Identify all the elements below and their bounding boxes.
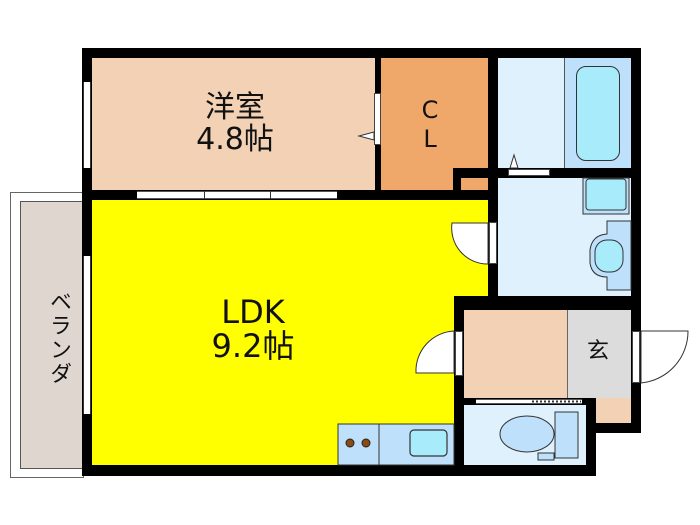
western-room xyxy=(92,58,375,190)
western-room-label: 洋室 4.8帖 xyxy=(185,92,285,155)
balcony-label: ベランダ xyxy=(46,290,71,386)
sliding-door-divider xyxy=(204,191,205,199)
entrance-door-swing-icon xyxy=(640,330,689,384)
wall-closet-notch-v xyxy=(453,168,461,196)
hall-extension xyxy=(594,398,631,423)
western-room-size: 4.8帖 xyxy=(196,121,274,157)
closet-label-l: L xyxy=(423,124,437,153)
sliding-door-divider xyxy=(270,191,271,199)
hall-door-swing-icon xyxy=(415,330,455,374)
bath-door-arrow-icon xyxy=(509,153,519,169)
closet-door xyxy=(374,93,381,145)
ldk-window xyxy=(83,256,91,414)
kitchen-sink-icon xyxy=(409,429,448,457)
genkan xyxy=(567,310,631,398)
toilet-door xyxy=(476,399,582,404)
wall-right xyxy=(631,48,641,433)
stove-burner-icon xyxy=(361,438,371,448)
stove-burner-icon xyxy=(345,438,355,448)
wall-closet-notch xyxy=(453,168,498,178)
toilet-bowl-icon xyxy=(499,415,555,453)
closet-door-arrow-icon xyxy=(357,131,375,141)
ldk-name: LDK xyxy=(221,293,285,331)
wall-wash-bottom xyxy=(454,296,641,310)
hall-door-gap xyxy=(455,331,463,376)
ldk-label: LDK 9.2帖 xyxy=(198,293,308,365)
sliding-door xyxy=(137,191,337,199)
western-room-name: 洋室 xyxy=(205,90,265,125)
genkan-label: 玄 xyxy=(586,339,609,364)
bathtub xyxy=(576,66,620,161)
wall-top xyxy=(82,48,641,58)
bathroom xyxy=(498,58,564,168)
wall-ldk-hall xyxy=(454,296,464,476)
bath-door xyxy=(508,169,550,176)
western-window xyxy=(83,82,91,168)
ldk-size: 9.2帖 xyxy=(211,326,295,365)
wall-bottom xyxy=(82,465,596,476)
washroom-door-swing-icon xyxy=(451,222,489,265)
wall-bath-wash xyxy=(488,168,641,178)
closet-label-c: C xyxy=(421,96,439,124)
closet-label: C L xyxy=(410,96,450,154)
wall-toilet-right xyxy=(586,398,596,476)
toilet-tank xyxy=(554,411,579,459)
entrance-door-gap xyxy=(632,331,640,383)
wall-step-bottom xyxy=(586,423,641,433)
washroom-door-gap xyxy=(489,222,497,264)
entry-hall xyxy=(464,310,567,398)
balcony xyxy=(20,201,84,469)
